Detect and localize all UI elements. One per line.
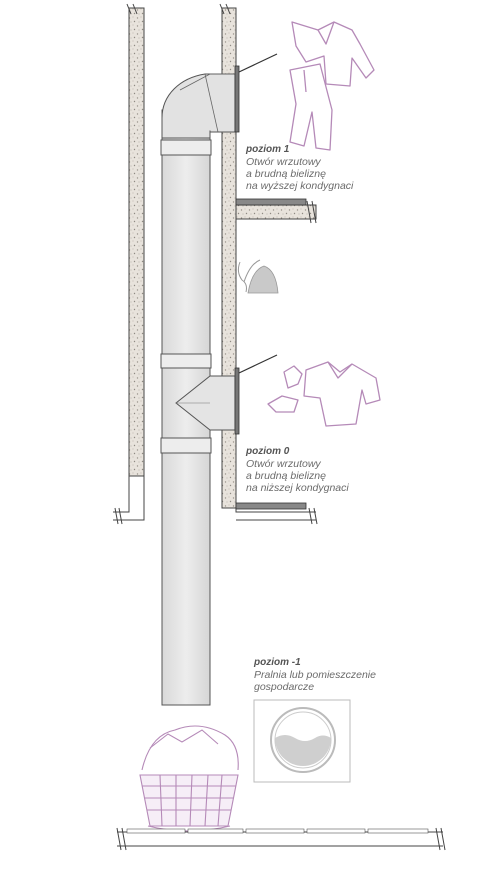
label-level-minus-1: poziom -1 Pralnia lub pomieszczenie gosp… [254,657,376,693]
hatch-upper [234,53,278,133]
level-minus-1-line-1: Pralnia lub pomieszczenie [254,669,376,681]
level-0-title: poziom 0 [246,446,290,457]
level-1-title: poziom 1 [246,144,290,155]
level-0-line-3: na niższej kondygnaci [246,482,349,494]
clothes-lower-icon [267,361,381,427]
ground-slab [116,827,446,851]
hatch-lower [234,354,278,435]
chute-pipe [160,73,236,706]
clothes-upper-icon [289,21,375,151]
laundry-basket-icon [139,725,239,832]
left-wall [113,3,145,525]
level-minus-1-title: poziom -1 [254,657,301,668]
label-level-1: poziom 1 Otwór wrzutowy a brudną bielizn… [246,144,353,192]
wall-lamp-icon [237,259,279,294]
label-level-0: poziom 0 Otwór wrzutowy a brudną bielizn… [246,446,349,494]
level-1-line-3: na wyższej kondygnaci [246,180,354,192]
level-1-line-1: Otwór wrzutowy [246,156,321,168]
level-0-line-2: a brudną bieliznę [246,470,326,482]
washing-machine-icon [253,699,351,783]
level-minus-1-line-2: gospodarcze [254,681,315,693]
level-0-line-1: Otwór wrzutowy [246,458,321,470]
level-1-line-2: a brudną bieliznę [246,168,326,180]
